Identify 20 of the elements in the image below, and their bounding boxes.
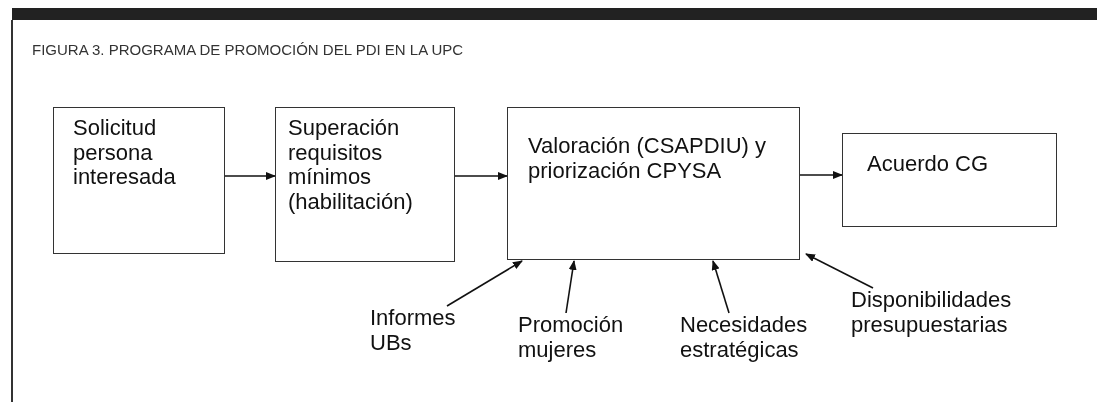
- input-label: Necesidades estratégicas: [680, 313, 809, 363]
- process-box: [53, 107, 225, 254]
- input-label: Promoción mujeres: [518, 313, 625, 363]
- arrow: [799, 171, 843, 179]
- arrow: [446, 260, 523, 307]
- process-box: [842, 133, 1057, 227]
- arrow: [805, 253, 874, 289]
- process-box: [275, 107, 455, 262]
- box-label: Valoración (CSAPDIU) y priorización CPYSA: [528, 134, 767, 184]
- input-label: Informes UBs: [370, 306, 457, 356]
- arrow: [565, 260, 577, 314]
- input-label: Disponibilidades presupuestarias: [851, 288, 1013, 338]
- box-label: Acuerdo CG: [867, 152, 990, 177]
- arrow: [224, 172, 276, 180]
- arrow: [711, 260, 730, 314]
- process-box: [507, 107, 800, 260]
- figure-title: FIGURA 3. PROGRAMA DE PROMOCIÓN DEL PDI EN LA UPC: [32, 41, 464, 58]
- arrow: [454, 172, 508, 180]
- box-label: Solicitud persona interesada: [73, 116, 177, 190]
- box-label: Superación requisitos mínimos (habilitación): [288, 116, 414, 215]
